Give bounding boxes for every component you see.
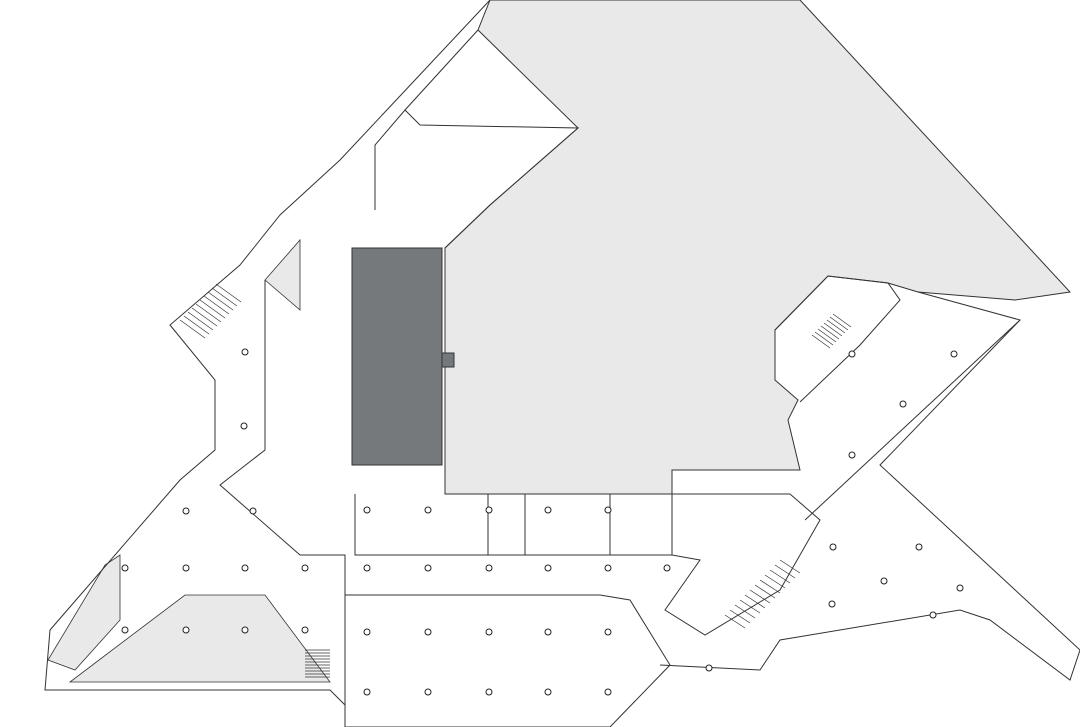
stair-tread (769, 569, 791, 584)
column-marker (848, 350, 856, 358)
column-marker (240, 422, 248, 430)
column-marker (604, 628, 612, 636)
column-marker (182, 564, 190, 572)
outer-wall-north-inner (374, 29, 479, 210)
stair-tread (203, 295, 230, 315)
column-marker (828, 600, 836, 608)
column-marker (705, 664, 713, 672)
column-marker (880, 577, 888, 585)
staircase-northwest (179, 283, 242, 339)
column-marker (544, 506, 552, 514)
column-marker (485, 564, 493, 572)
stair-tread (179, 319, 206, 339)
stair-tread (811, 334, 831, 349)
shaded-areas (47, 0, 1072, 683)
stair-tread (764, 574, 786, 589)
east-core (664, 493, 821, 636)
column-marker (363, 564, 371, 572)
staircases (179, 283, 852, 678)
column-marker (544, 628, 552, 636)
column-marker (663, 564, 671, 572)
stair-tread (199, 299, 226, 319)
east-wing-north (804, 291, 1021, 521)
outer-wall-northwest (44, 0, 491, 727)
stair-tread (774, 564, 796, 579)
stair-tread (759, 579, 781, 594)
column-marker (424, 688, 432, 696)
column-marker (544, 688, 552, 696)
column-marker (424, 564, 432, 572)
corridor-shaded (264, 238, 301, 311)
stair-tread (820, 325, 840, 340)
stair-tread (823, 322, 843, 337)
stair-tread (829, 316, 849, 331)
central-rooms (354, 494, 673, 556)
column-marker (604, 688, 612, 696)
column-marker (899, 400, 907, 408)
column-marker (485, 628, 493, 636)
column-marker (249, 507, 257, 515)
column-marker (121, 626, 129, 634)
column-marker (182, 626, 190, 634)
column-marker (544, 564, 552, 572)
column-marker (829, 543, 837, 551)
stair-tread (832, 313, 852, 328)
stair-tread (215, 283, 242, 303)
column-marker (121, 564, 129, 572)
column-marker (950, 350, 958, 358)
stair-tread (207, 291, 234, 311)
column-marker (241, 564, 249, 572)
column-marker (604, 564, 612, 572)
dark-block (351, 247, 443, 466)
stair-tread (729, 609, 751, 624)
room-north (404, 109, 580, 249)
west-corridor (219, 280, 346, 570)
column-marker (915, 543, 923, 551)
stair-tread (195, 303, 222, 323)
stair-tread (826, 319, 846, 334)
stair-tread (187, 311, 214, 331)
staircase-northeast (811, 313, 852, 349)
stair-tread (749, 589, 771, 604)
stair-tread (183, 315, 210, 335)
stair-tread (744, 594, 766, 609)
column-marker (424, 506, 432, 514)
staircase-south (305, 649, 330, 678)
east-wing (659, 319, 1080, 681)
column-marker (485, 506, 493, 514)
column-marker (929, 611, 937, 619)
column-marker (956, 584, 964, 592)
small-dark-square (441, 352, 455, 368)
column-marker (363, 628, 371, 636)
column-marker (363, 506, 371, 514)
column-marker (301, 564, 309, 572)
stair-tread (754, 584, 776, 599)
stair-tread (817, 328, 837, 343)
column-marker (241, 626, 249, 634)
column-markers (121, 348, 964, 696)
staircase-southeast (724, 559, 801, 629)
walls (44, 0, 1080, 727)
south-block (344, 570, 671, 727)
stair-tread (734, 604, 756, 619)
large-shaded-hall (444, 0, 1072, 495)
lower-left-shaded-area (68, 594, 331, 683)
column-marker (485, 688, 493, 696)
stair-tread (191, 307, 218, 327)
column-marker (604, 506, 612, 514)
left-strip-shaded (47, 554, 121, 671)
column-marker (848, 451, 856, 459)
stair-tread (779, 559, 801, 574)
stair-tread (211, 287, 238, 307)
column-marker (424, 628, 432, 636)
column-marker (241, 348, 249, 356)
column-marker (363, 688, 371, 696)
column-marker (301, 626, 309, 634)
stair-tread (724, 614, 746, 629)
stair-tread (814, 331, 834, 346)
stair-tread (739, 599, 761, 614)
column-marker (182, 507, 190, 515)
